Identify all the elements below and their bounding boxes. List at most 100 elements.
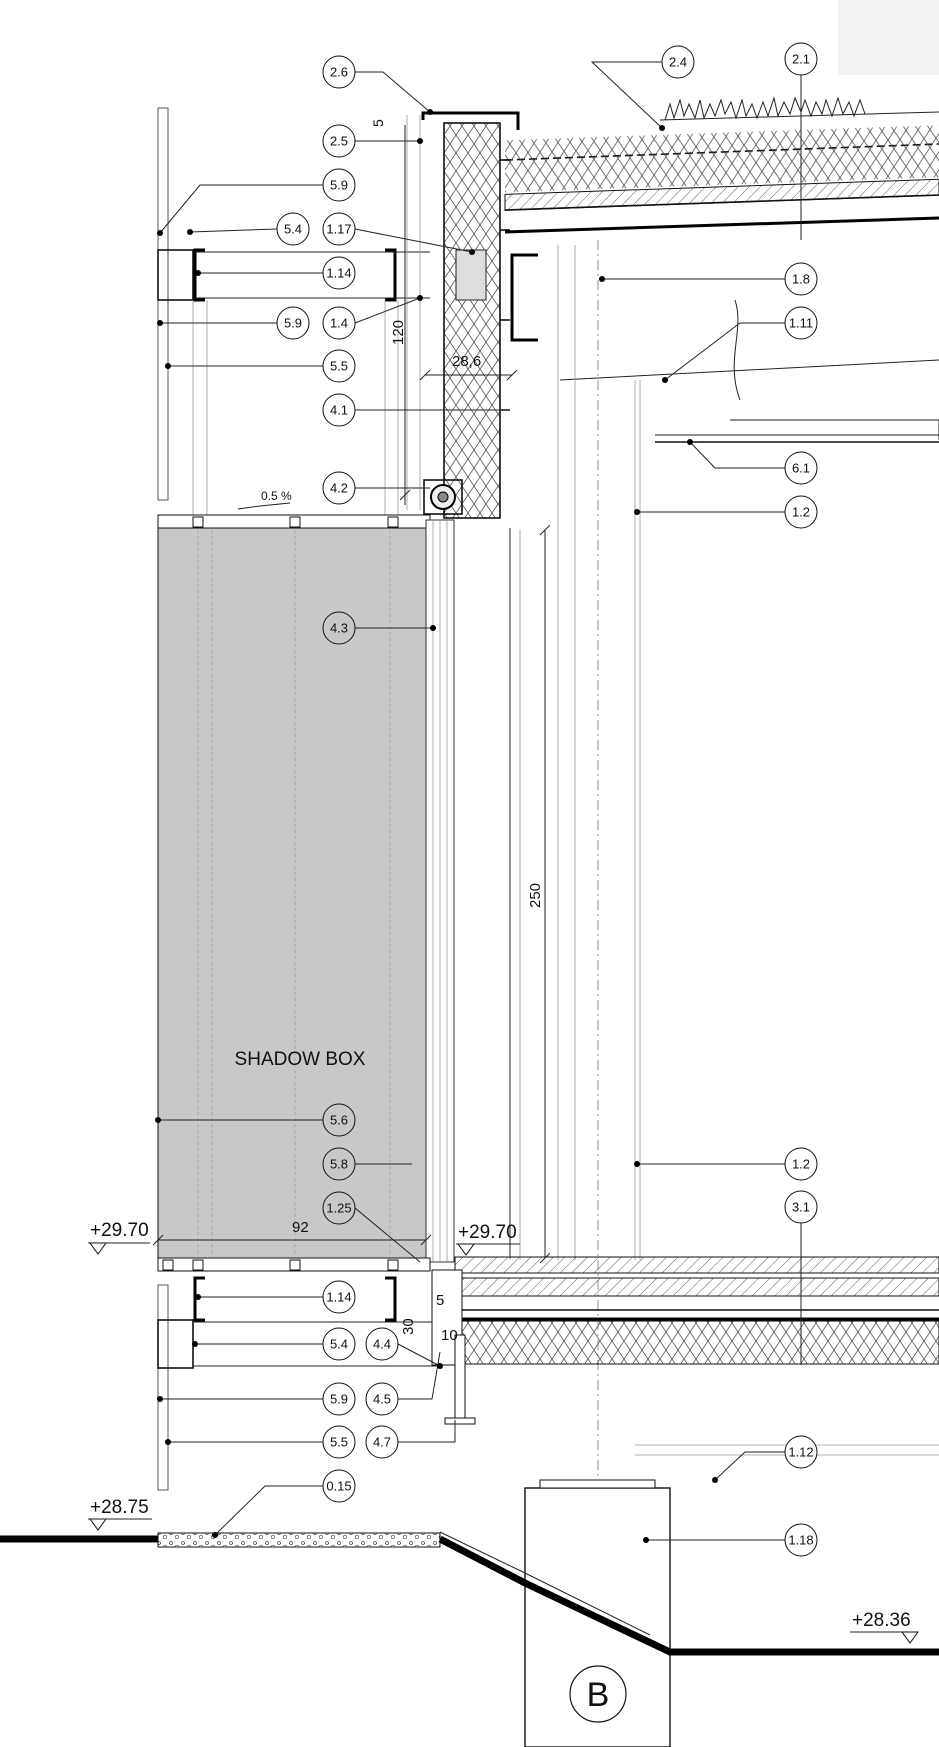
dimension-labels: 5 120 28,6 250 92 5 30 10 0.5 %: [261, 119, 544, 1344]
tag-1-14-bottom: 1.14: [322, 1280, 356, 1314]
floor-layer-2: [454, 1277, 939, 1297]
tag-2-1: 2.1: [784, 42, 818, 76]
svg-text:5.5: 5.5: [330, 359, 348, 374]
tag-6-1: 6.1: [784, 451, 818, 485]
tag-1-4: 1.4: [322, 306, 356, 340]
svg-text:5.4: 5.4: [330, 1337, 348, 1352]
svg-text:6.1: 6.1: [792, 461, 810, 476]
svg-text:1.11: 1.11: [789, 316, 813, 331]
tag-4-3: 4.3: [322, 611, 356, 645]
dim-92: 92: [292, 1219, 309, 1236]
tag-5-5-top: 5.5: [322, 349, 356, 383]
tag-1-25: 1.25: [322, 1191, 356, 1225]
tag-5-4-bottom: 5.4: [322, 1327, 356, 1361]
green-roof-vegetation: [664, 96, 866, 121]
roof-buildup: [504, 96, 939, 381]
gravel-strip: [157, 1532, 441, 1548]
dim-10: 10: [441, 1327, 458, 1344]
leader-lines: [158, 61, 802, 1541]
svg-text:1.2: 1.2: [792, 1157, 810, 1172]
tag-5-9-mid: 5.9: [276, 306, 310, 340]
facade-system: [157, 107, 511, 1491]
svg-text:1.17: 1.17: [326, 222, 351, 237]
floor-slab: [454, 1256, 939, 1365]
grid-bubble-b: B: [569, 1665, 627, 1723]
floor-screed: [454, 1256, 939, 1274]
slope-label: 0.5 %: [261, 489, 292, 503]
tag-1-18: 1.18: [784, 1523, 818, 1557]
svg-text:4.1: 4.1: [330, 403, 348, 418]
tag-5-8: 5.8: [322, 1147, 356, 1181]
svg-text:4.5: 4.5: [373, 1392, 391, 1407]
svg-text:5.9: 5.9: [330, 178, 348, 193]
dim-120: 120: [390, 320, 407, 345]
level-left-29-70: +29.70: [90, 1220, 149, 1241]
svg-text:5.4: 5.4: [284, 222, 302, 237]
svg-text:4.7: 4.7: [373, 1435, 391, 1450]
svg-text:4.4: 4.4: [373, 1337, 391, 1352]
tag-5-4-top: 5.4: [276, 212, 310, 246]
roof-slab-bottom: [504, 216, 939, 234]
level-right-29-70: +29.70: [458, 1222, 517, 1243]
svg-text:0.15: 0.15: [326, 1479, 351, 1494]
level-ground-28-36: +28.36: [852, 1610, 911, 1631]
tag-3-1: 3.1: [784, 1190, 818, 1224]
level-markers: +29.70 +29.70 +28.75 +28.36: [88, 1220, 919, 1644]
tag-4-2: 4.2: [322, 471, 356, 505]
steel-channel-top: [510, 253, 538, 342]
ground: [0, 1531, 939, 1656]
level-ground-28-75: +28.75: [90, 1497, 149, 1518]
svg-text:1.18: 1.18: [788, 1533, 813, 1548]
tag-1-8: 1.8: [784, 262, 818, 296]
svg-text:B: B: [587, 1676, 610, 1714]
leader-dots: [155, 109, 718, 1543]
dim-5-bottom: 5: [436, 1292, 444, 1309]
tag-1-2-bottom: 1.2: [784, 1147, 818, 1181]
svg-text:5.6: 5.6: [330, 1113, 348, 1128]
tag-2-6: 2.6: [322, 55, 356, 89]
svg-text:2.5: 2.5: [330, 134, 348, 149]
svg-text:4.3: 4.3: [330, 621, 348, 636]
tag-0-15: 0.15: [322, 1469, 356, 1503]
facade-rod-bottom: [157, 1284, 169, 1491]
dim-5-top: 5: [370, 119, 386, 127]
tag-1-12: 1.12: [784, 1435, 818, 1469]
tag-2-4: 2.4: [661, 45, 695, 79]
anchor-bolt: [455, 249, 487, 301]
svg-text:3.1: 3.1: [792, 1200, 810, 1215]
svg-text:4.2: 4.2: [330, 481, 348, 496]
structure: [509, 240, 939, 1747]
svg-text:2.6: 2.6: [330, 65, 348, 80]
svg-text:1.14: 1.14: [326, 1290, 351, 1305]
svg-text:5.8: 5.8: [330, 1157, 348, 1172]
svg-text:1.8: 1.8: [792, 272, 810, 287]
steel-i-beam: [454, 1334, 466, 1421]
shadow-box-label: SHADOW BOX: [235, 1049, 366, 1070]
dim-30: 30: [400, 1318, 417, 1335]
roof-beam-bottom: [559, 359, 939, 381]
reference-tags: 2.6 2.4 2.1 2.5 5.9 5.4 1.17 1.14 1.8 5.…: [276, 42, 818, 1557]
corner-fill: [838, 0, 939, 75]
tag-5-9-top: 5.9: [322, 168, 356, 202]
roof-screed: [504, 178, 939, 211]
tag-1-11: 1.11: [784, 306, 818, 340]
dim-28-6: 28,6: [452, 353, 481, 370]
tag-5-5-bottom: 5.5: [322, 1425, 356, 1459]
svg-text:1.2: 1.2: [792, 505, 810, 520]
tag-4-7: 4.7: [365, 1425, 399, 1459]
svg-text:1.12: 1.12: [788, 1445, 813, 1460]
ground-slope: [438, 1535, 939, 1656]
tag-2-5: 2.5: [322, 124, 356, 158]
svg-text:2.1: 2.1: [792, 52, 810, 67]
facade-rod-top: [157, 107, 169, 501]
dim-250: 250: [527, 883, 544, 908]
tag-4-5: 4.5: [365, 1382, 399, 1416]
roof-insulation: [505, 125, 939, 193]
svg-text:5.9: 5.9: [284, 316, 302, 331]
svg-text:5.5: 5.5: [330, 1435, 348, 1450]
tag-1-2-top: 1.2: [784, 495, 818, 529]
svg-text:2.4: 2.4: [669, 55, 687, 70]
svg-text:5.9: 5.9: [330, 1392, 348, 1407]
svg-text:1.14: 1.14: [326, 266, 351, 281]
